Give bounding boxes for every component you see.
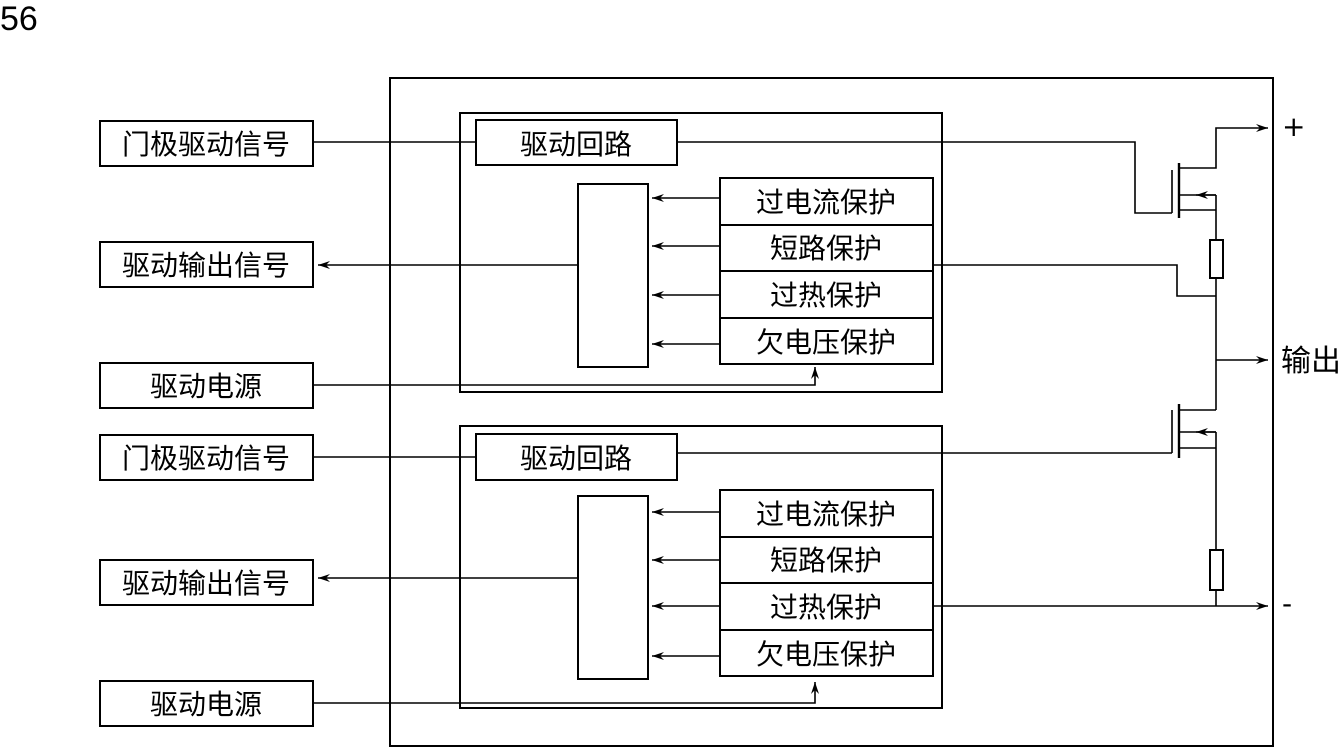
lower-protection-shortcircuit: [719, 536, 934, 584]
lower-protection-overcurrent-label: 过电流保护: [756, 498, 896, 531]
lower-section: 门极驱动信号 驱动输出信号 驱动电源 驱动回路 过电流保护 短路保护 过热保护 …: [99, 425, 1268, 727]
upper-driver-frame: [459, 112, 943, 393]
page-number: 56: [0, 0, 38, 38]
lower-igbt-symbol: [1171, 404, 1216, 458]
upper-gate-signal-box: [99, 120, 314, 167]
upper-logic-block: [577, 183, 649, 368]
upper-sense-wire: [933, 264, 1216, 297]
upper-section: 门极驱动信号 驱动输出信号 驱动电源 驱动回路 过电流保护 短路保护 过热保护 …: [99, 112, 1216, 409]
lower-drive-power-box: [99, 680, 314, 727]
lower-drive-output-box: [99, 559, 314, 606]
upper-protection-shortcircuit-label: 短路保护: [770, 232, 882, 265]
lower-drive-circuit-box: [475, 433, 678, 481]
lower-protection-undervoltage: [719, 629, 934, 677]
upper-drive-output-label: 驱动输出信号: [122, 249, 290, 282]
lower-driver-frame: [459, 425, 943, 709]
lower-protection-undervoltage-label: 欠电压保护: [756, 638, 896, 671]
lower-resistor: [1209, 549, 1224, 591]
upper-protection-overcurrent-label: 过电流保护: [756, 186, 896, 219]
upper-power-wire: [313, 367, 819, 386]
upper-resistor: [1209, 239, 1224, 279]
upper-drive-circuit-box: [475, 119, 678, 166]
lower-protection-overheat-label: 过热保护: [770, 591, 882, 624]
upper-protection-undervoltage-label: 欠电压保护: [756, 326, 896, 359]
lower-logic-block: [577, 495, 649, 680]
plus-terminal-label: +: [1282, 110, 1305, 143]
upper-drive-power-label: 驱动电源: [150, 370, 262, 403]
lower-drive-output-label: 驱动输出信号: [122, 567, 290, 600]
output-terminal-label: 输出: [1281, 344, 1338, 379]
minus-terminal-label: -: [1282, 587, 1292, 620]
lower-protection-overcurrent: [719, 489, 934, 538]
lower-gate-signal-box: [99, 434, 314, 481]
module-outer-frame: [389, 77, 1274, 747]
lower-gate-signal-label: 门极驱动信号: [122, 442, 290, 475]
lower-protection-overheat: [719, 582, 934, 631]
upper-drive-output-box: [99, 241, 314, 288]
lower-drive-power-label: 驱动电源: [150, 688, 262, 721]
power-stage: [1171, 124, 1268, 606]
upper-protection-undervoltage: [719, 317, 934, 365]
upper-igbt-symbol: [1171, 124, 1268, 218]
upper-protection-overheat: [719, 270, 934, 319]
upper-protection-shortcircuit: [719, 224, 934, 272]
upper-drive-circuit-label: 驱动回路: [520, 128, 632, 161]
upper-gate-drive-wire: [677, 141, 1172, 214]
upper-protection-overheat-label: 过热保护: [770, 279, 882, 312]
lower-drive-circuit-label: 驱动回路: [520, 442, 632, 475]
lower-protection-shortcircuit-label: 短路保护: [770, 544, 882, 577]
upper-gate-signal-label: 门极驱动信号: [122, 128, 290, 161]
lower-power-wire: [313, 682, 819, 704]
